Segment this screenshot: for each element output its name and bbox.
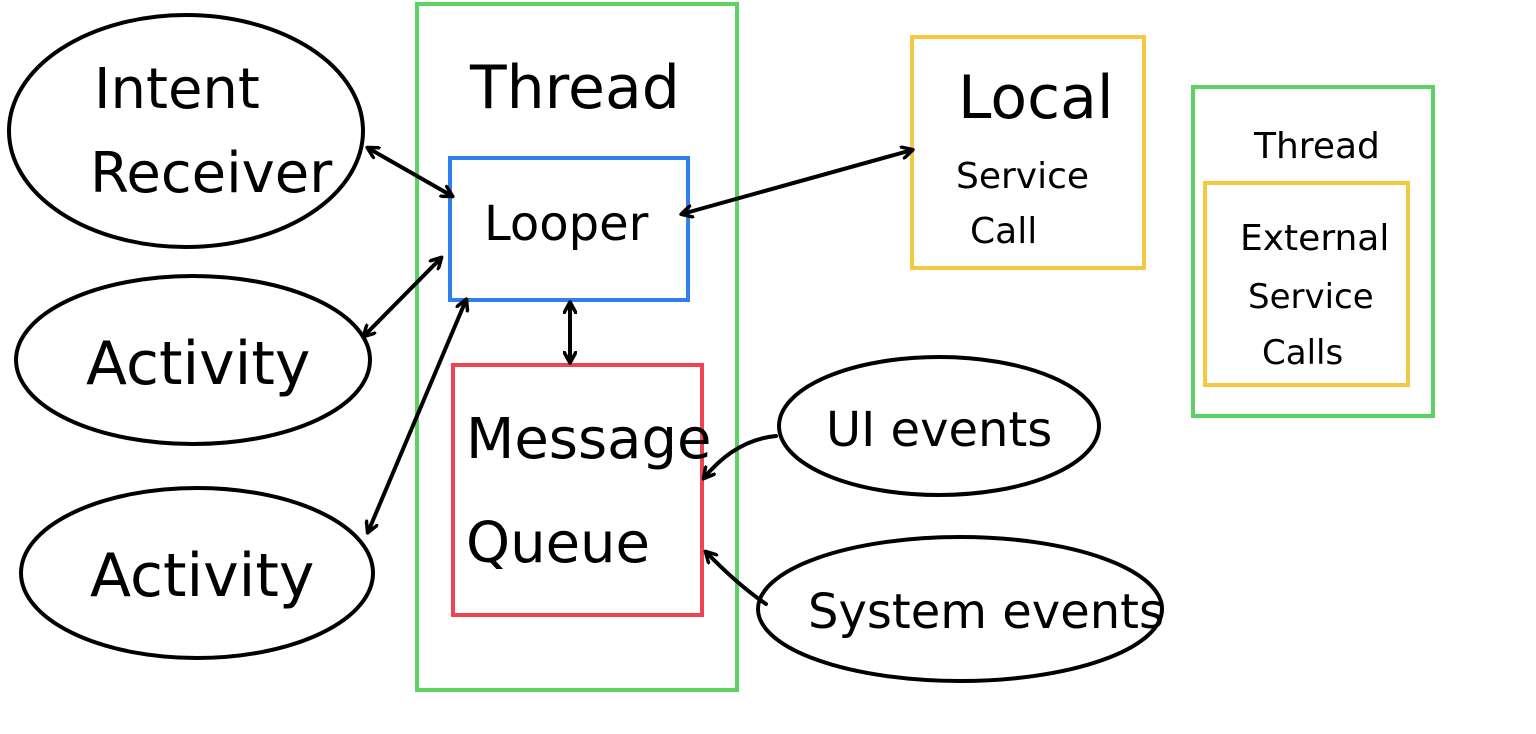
arrow-system-events-queue [706,552,768,606]
looper-label: Looper [484,196,649,252]
arrow-activity2-looper [368,300,466,532]
ui-events-label: UI events [826,402,1052,458]
message-queue-line2: Queue [466,511,650,576]
message-queue-line1: Message [466,407,711,472]
message-queue-box [451,363,704,617]
intent-receiver-line2: Receiver [90,141,333,206]
external-service-line3: Calls [1262,333,1343,373]
external-service-line1: External [1240,218,1389,259]
external-service-line2: Service [1248,277,1374,317]
intent-receiver-ellipse [7,13,365,249]
local-service-line2: Service [956,156,1089,197]
system-events-ellipse [756,535,1164,683]
activity-2-ellipse [19,486,375,660]
local-service-line1: Local [958,63,1114,133]
intent-receiver-line1: Intent [94,57,260,122]
main-thread-label: Thread [469,53,680,123]
arrow-intent-looper [368,148,452,196]
looper-box [448,156,690,302]
arrow-ui-events-queue [704,434,778,478]
arrow-looper-local-service [682,150,912,214]
local-service-line3: Call [970,211,1037,252]
system-events-label: System events [808,584,1164,640]
activity-2-label: Activity [90,541,314,611]
arrow-activity1-looper [364,258,441,336]
activity-1-label: Activity [86,329,310,399]
external-service-box [1203,181,1410,387]
external-thread-box [1191,85,1435,418]
external-thread-label: Thread [1253,126,1380,167]
ui-events-ellipse [777,355,1101,497]
